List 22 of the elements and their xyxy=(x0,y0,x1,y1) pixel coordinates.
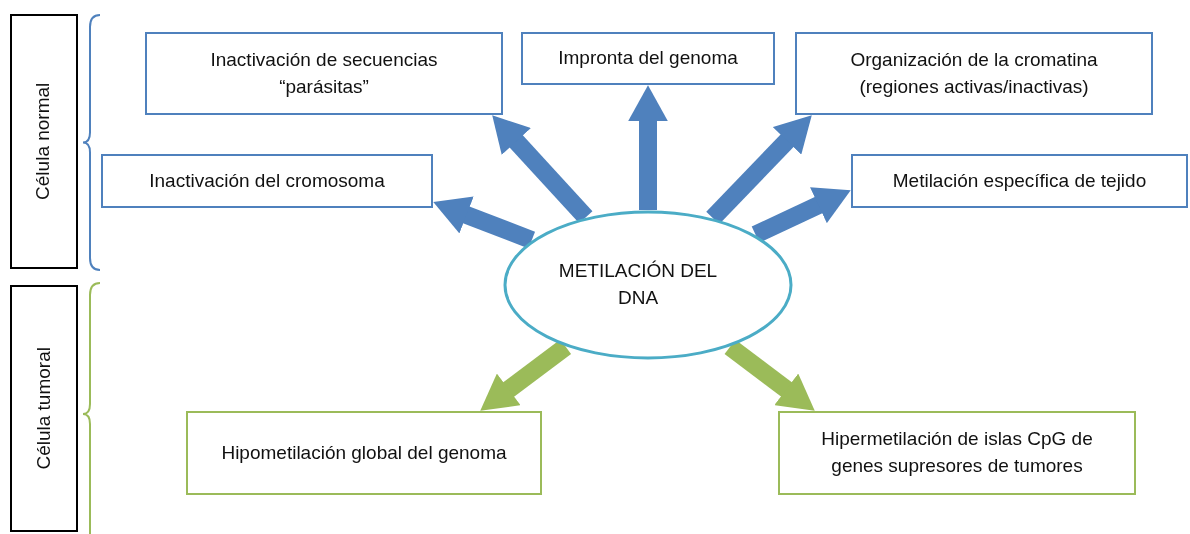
node-label: Célula tumoral xyxy=(31,347,55,470)
process-box xyxy=(101,154,433,208)
process-box xyxy=(145,32,503,115)
block-arrow xyxy=(433,196,536,249)
group-label-box xyxy=(10,285,78,532)
process-box xyxy=(795,32,1153,115)
node-label: Inactivación de secuencias “parásitas” xyxy=(209,47,439,99)
node-label: Metilación específica de tejido xyxy=(891,168,1148,193)
node-label: Hipometilación global del genoma xyxy=(220,440,508,465)
node-label: Inactivación del cromosoma xyxy=(148,168,386,193)
node-label: Hipermetilación de islas CpG de genes supresores de tumores xyxy=(820,427,1094,478)
process-box xyxy=(851,154,1188,208)
node-label: Organización de la cromatina (regiones activas/inactivas) xyxy=(849,47,1099,99)
group-label-box xyxy=(10,14,78,269)
central-ellipse xyxy=(503,210,793,360)
node-label: Célula normal xyxy=(31,82,55,201)
node-label: METILACIÓN DEL DNA xyxy=(557,259,719,310)
node-label: Impronta del genoma xyxy=(557,46,739,71)
process-box xyxy=(186,411,542,495)
process-box xyxy=(778,411,1136,495)
block-arrow xyxy=(628,85,668,210)
process-box xyxy=(521,32,775,85)
